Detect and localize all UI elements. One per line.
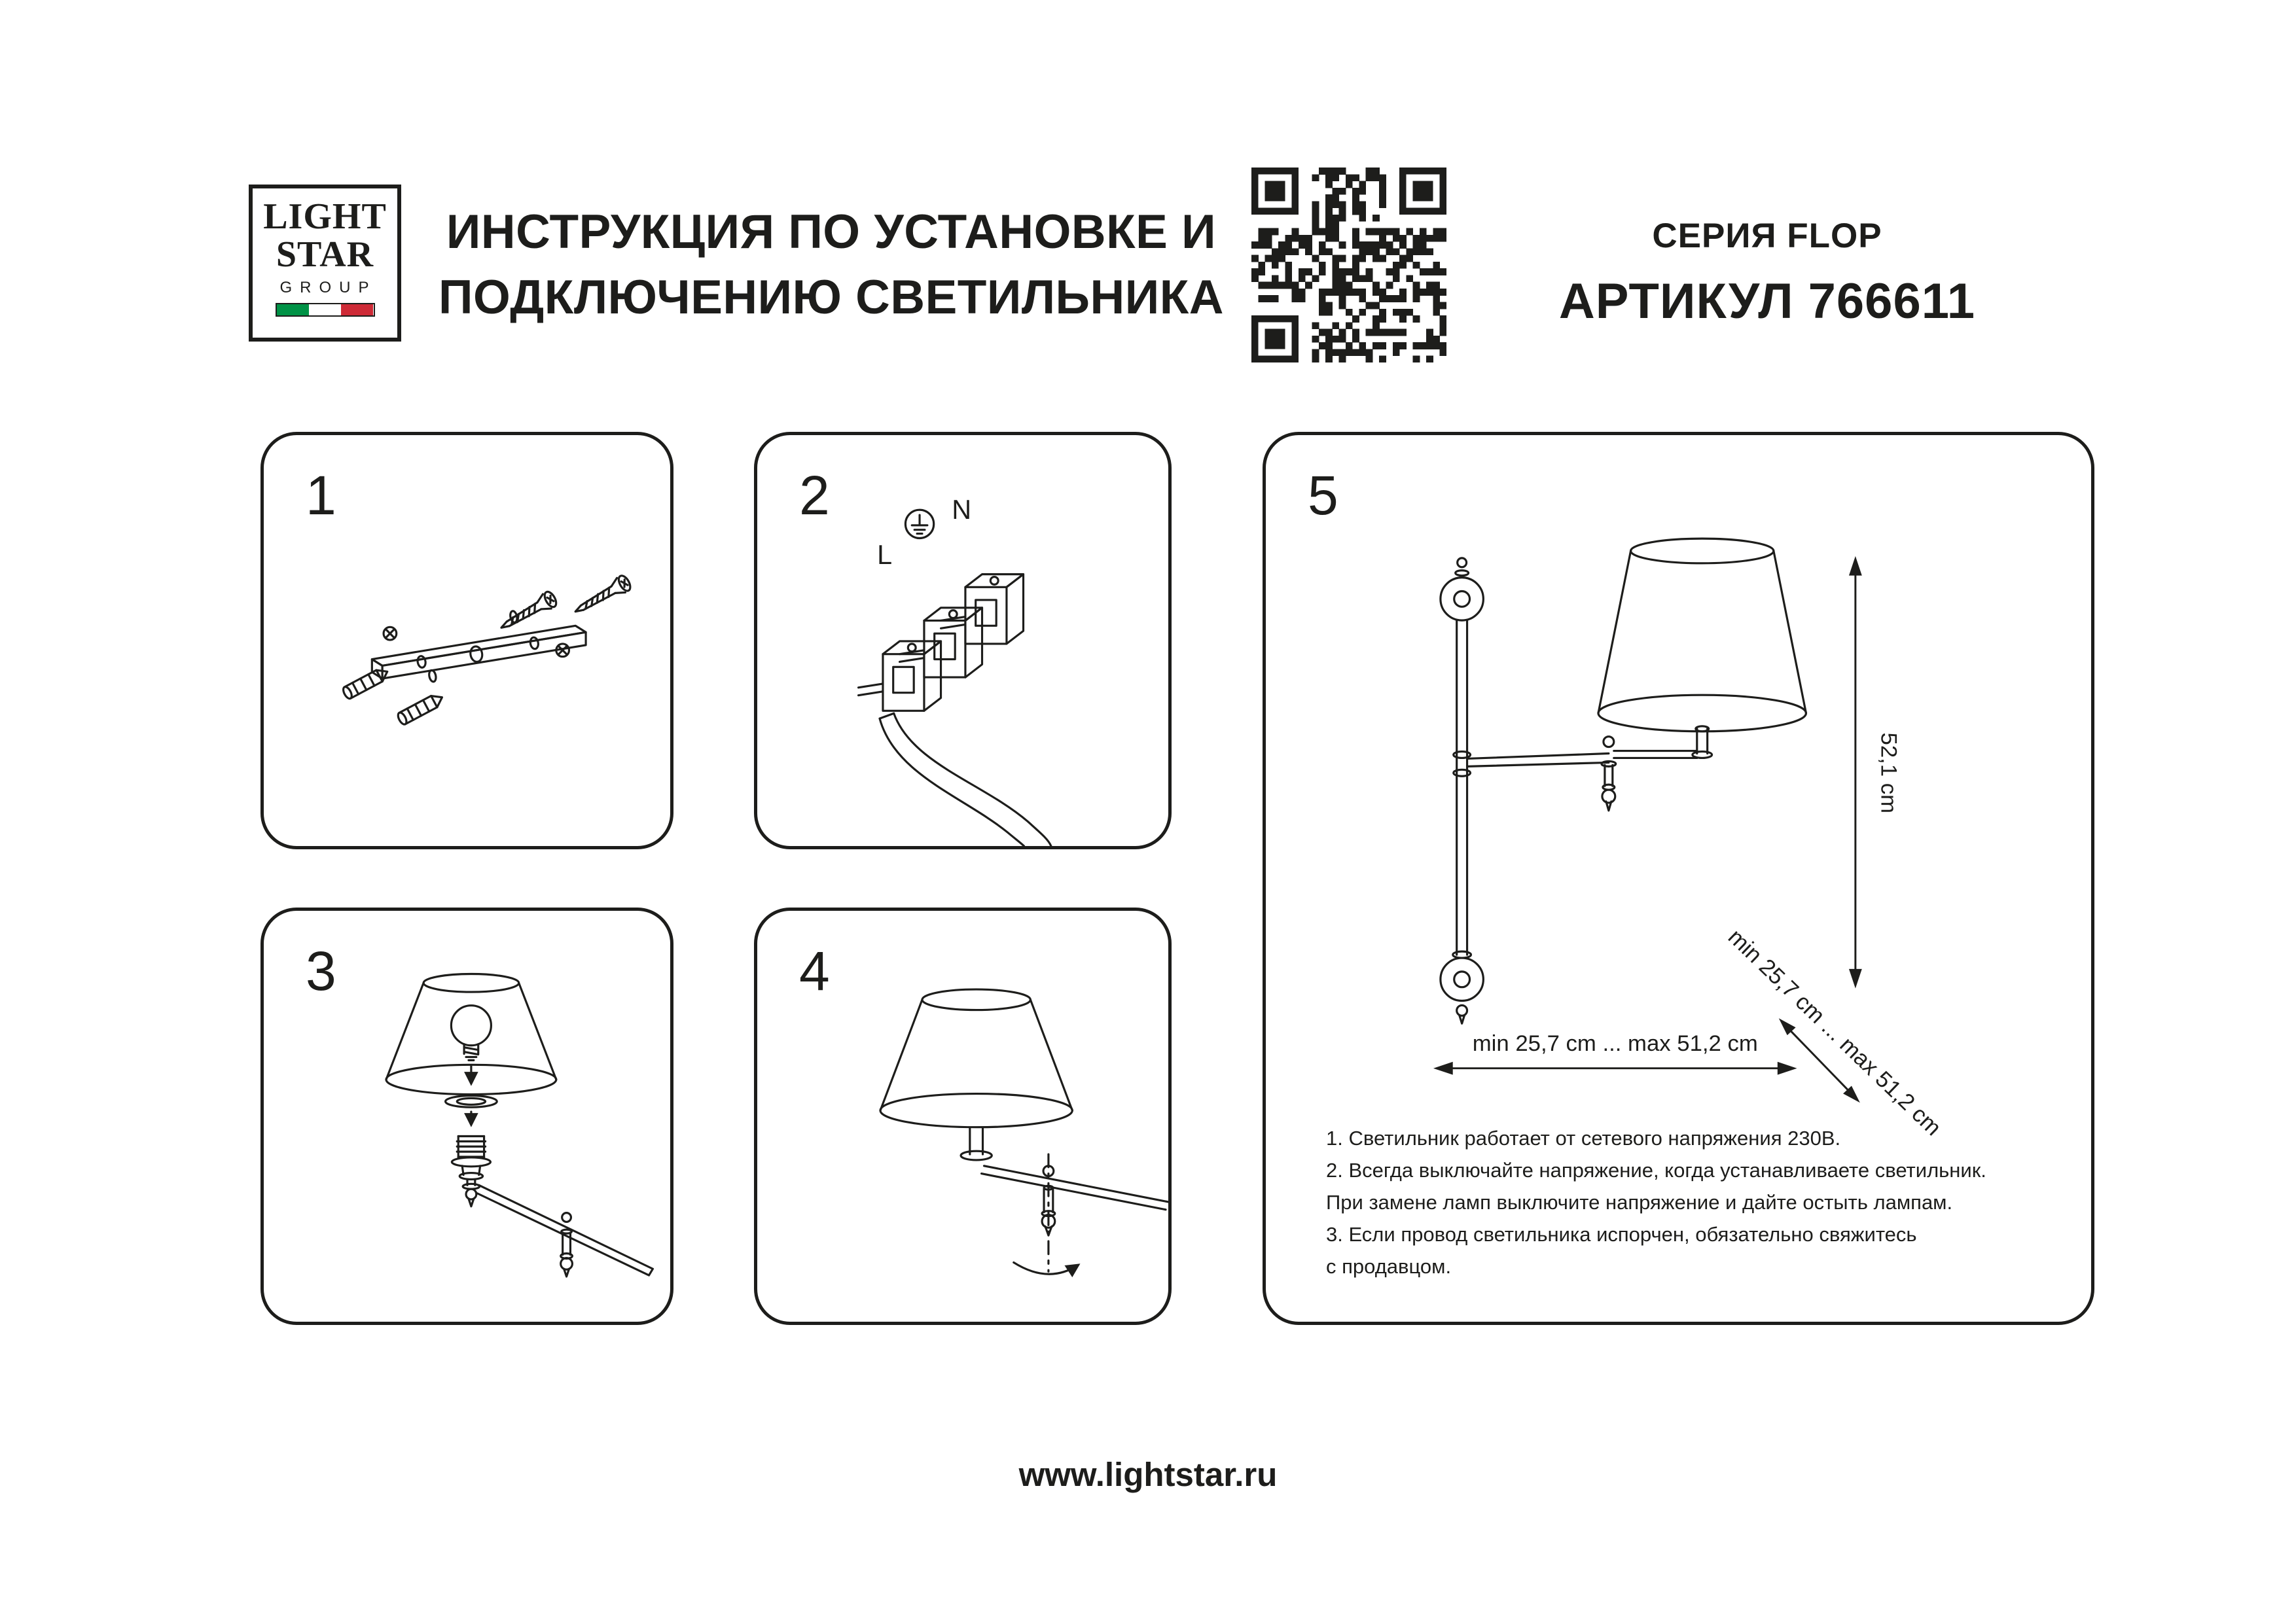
- wall-lamp-diagram: 52,1 cm min 25,7 cm ... max 51,2 cm min …: [1433, 537, 1946, 1140]
- note-line-2: 2. Всегда выключайте напряжение, когда у…: [1326, 1159, 1986, 1182]
- flag-green-segment: [276, 304, 309, 316]
- lamp-arm-diagram: [879, 988, 1168, 1278]
- dim-height-label: 52,1 cm: [1876, 733, 1901, 814]
- product-info: СЕРИЯ FLOP АРТИКУЛ 766611: [1525, 216, 2009, 330]
- panel-step-2: 2 N L: [754, 432, 1172, 849]
- terminal-label-n: N: [952, 495, 971, 525]
- note-line-4: 3. Если провод светильника испорчен, обя…: [1326, 1223, 1917, 1246]
- logo-group-text: GROUP: [279, 279, 377, 297]
- title-line-2: ПОДКЛЮЧЕНИЮ СВЕТИЛЬНИКА: [439, 271, 1224, 324]
- article-label: АРТИКУЛ 766611: [1558, 274, 1976, 329]
- panel-step-4: 4: [754, 908, 1172, 1325]
- panel-step-1: 1: [260, 432, 673, 849]
- lightstar-logo: LIGHT STAR GROUP: [249, 185, 401, 342]
- dim-width-label: min 25,7 cm ... max 51,2 cm: [1473, 1031, 1758, 1056]
- note-line-3: При замене ламп выключите напряжение и д…: [1326, 1191, 1953, 1214]
- title-line-1: ИНСТРУКЦИЯ ПО УСТАНОВКЕ И: [446, 205, 1217, 258]
- step-number-3: 3: [306, 940, 336, 1002]
- note-line-1: 1. Светильник работает от сетевого напря…: [1326, 1127, 1841, 1150]
- italy-flag: [275, 303, 375, 317]
- step-number-4: 4: [799, 940, 830, 1002]
- shade-bulb-diagram: [385, 972, 655, 1278]
- logo-light-text: LIGHT: [263, 196, 387, 237]
- panel-step-5: 5: [1263, 432, 2094, 1325]
- qr-code: [1251, 168, 1447, 363]
- note-line-5: с продавцом.: [1326, 1255, 1452, 1278]
- ground-symbol: [904, 508, 935, 540]
- page-title: ИНСТРУКЦИЯ ПО УСТАНОВКЕ И ПОДКЛЮЧЕНИЮ СВ…: [419, 200, 1244, 330]
- website-text: www.lightstar.ru: [1018, 1456, 1278, 1493]
- step-number-5: 5: [1308, 465, 1338, 526]
- qr-code-graphic: [1251, 168, 1447, 363]
- panel-step-3: 3: [260, 908, 673, 1325]
- terminal-block-diagram: N L: [857, 495, 1052, 846]
- step-number-1: 1: [306, 465, 336, 526]
- step-number-2: 2: [799, 465, 830, 526]
- flag-red-segment: [341, 304, 374, 316]
- flag-white-segment: [308, 304, 342, 316]
- series-label: СЕРИЯ FLOP: [1652, 217, 1882, 255]
- logo-star-text: STAR: [276, 234, 374, 275]
- safety-notes: 1. Светильник работает от сетевого напря…: [1326, 1122, 2079, 1282]
- mounting-bracket-diagram: [340, 573, 634, 727]
- terminal-label-l: L: [877, 540, 892, 570]
